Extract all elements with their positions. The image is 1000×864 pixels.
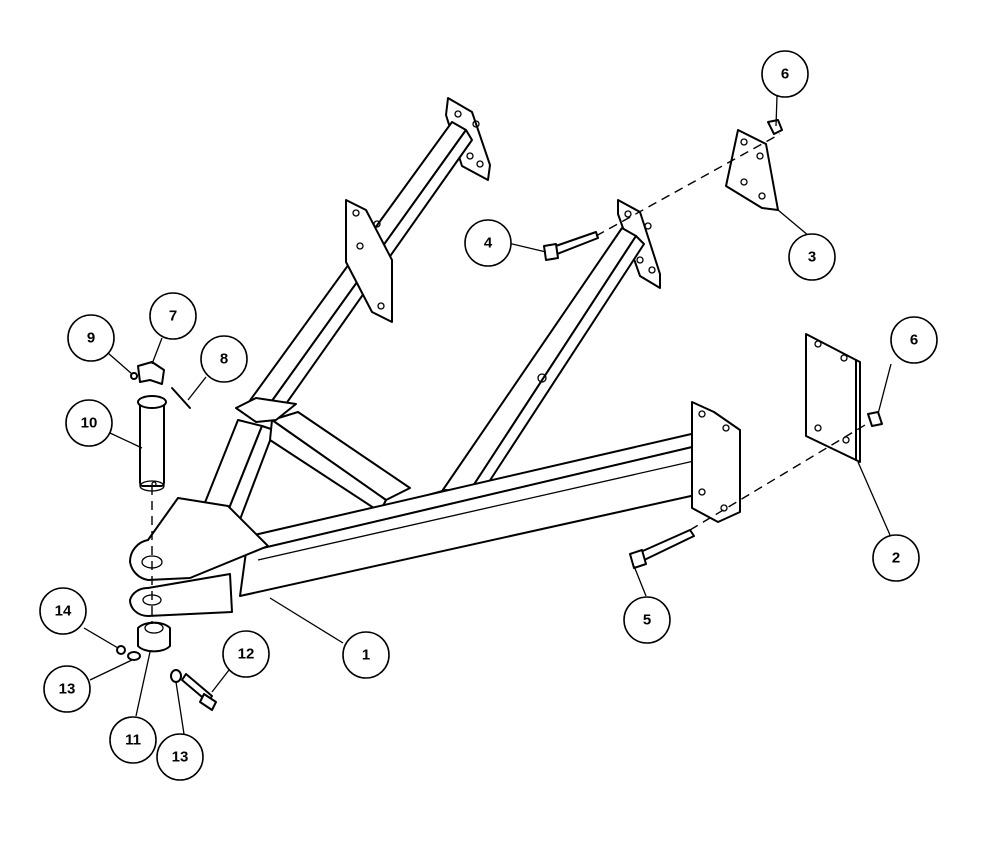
callout-4: 4 [464, 219, 512, 267]
bolt-upper [543, 231, 599, 261]
hitch-pin [137, 395, 167, 492]
rectangular-plate [805, 333, 861, 463]
callout-12: 12 [222, 630, 270, 678]
callout-1: 1 [342, 631, 390, 679]
svg-text:8: 8 [220, 351, 228, 368]
nut-lower [867, 411, 883, 427]
svg-text:14: 14 [55, 603, 72, 620]
callout-6-lower: 6 [890, 316, 938, 364]
bolt-lower [629, 529, 695, 569]
svg-text:13: 13 [172, 749, 189, 766]
callout-5: 5 [623, 596, 671, 644]
triangular-plate [725, 129, 779, 211]
callout-14: 14 [39, 587, 87, 635]
callout-10: 10 [65, 399, 113, 447]
cross-member [269, 411, 411, 513]
callout-13-right: 13 [156, 733, 204, 781]
rear-middle-mount-plate [345, 199, 393, 323]
callout-2: 2 [872, 534, 920, 582]
svg-text:11: 11 [125, 732, 141, 749]
hitch-upper-plate [128, 497, 269, 581]
callout-6-upper: 6 [761, 50, 809, 98]
callout-7: 7 [149, 292, 197, 340]
svg-text:5: 5 [643, 612, 651, 629]
svg-text:3: 3 [808, 249, 816, 266]
svg-text:1: 1 [362, 647, 370, 664]
svg-text:6: 6 [910, 332, 918, 349]
svg-text:4: 4 [484, 235, 493, 252]
svg-text:12: 12 [238, 646, 255, 663]
nut-upper [767, 119, 783, 135]
collar-bolt [181, 673, 217, 711]
callout-11: 11 [109, 716, 157, 764]
callout-9: 9 [67, 314, 115, 362]
svg-text:13: 13 [59, 681, 76, 698]
collar-washer-left [127, 651, 141, 661]
callout-3: 3 [788, 233, 836, 281]
front-mount-plate [691, 401, 741, 523]
collar-nut [116, 645, 126, 655]
callout-8: 8 [200, 335, 248, 383]
pin-collar [137, 621, 171, 653]
svg-text:6: 6 [781, 66, 789, 83]
svg-text:7: 7 [169, 308, 177, 325]
callout-13-left: 13 [43, 665, 91, 713]
collar-washer-right [170, 669, 182, 683]
svg-text:2: 2 [892, 550, 900, 567]
pin-clip [137, 361, 165, 385]
small-cotter-pin [130, 372, 191, 409]
svg-text:9: 9 [87, 330, 95, 347]
assembly-lines [151, 133, 871, 624]
svg-text:10: 10 [81, 415, 98, 432]
leader-lines [83, 95, 892, 735]
